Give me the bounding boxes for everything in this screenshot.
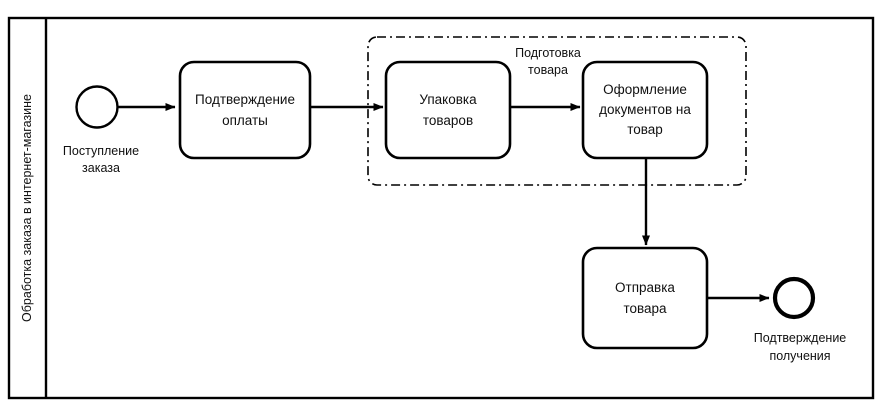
task-documents-label-line2: документов на [599,102,691,117]
end-event-icon[interactable] [772,276,816,320]
group-label-line2: товара [528,63,568,77]
task-documents-label-line3: товар [627,122,663,137]
task-shipping-label-line2: товара [623,301,667,316]
start-event-icon[interactable] [75,85,119,129]
task-payment-confirmation-label-line2: оплаты [222,113,268,128]
task-shipping-label-line1: Отправка [615,280,675,295]
end-event-label-line2: получения [769,349,830,363]
end-event-label-line1: Подтверждение [754,331,847,345]
start-event-label-line2: заказа [82,161,120,175]
task-shipping[interactable] [581,246,709,350]
start-event-label-line1: Поступление [63,144,139,158]
task-documents-label-line1: Оформление [603,82,687,97]
lane-title: Обработка заказа в интернет-магазине [20,94,34,322]
task-payment-confirmation-label-line1: Подтверждение [195,92,295,107]
group-box [367,36,747,186]
task-payment-confirmation[interactable] [178,60,312,160]
task-packing[interactable] [384,60,512,160]
task-packing-label-line2: товаров [423,113,473,128]
group-label-line1: Подготовка [515,46,581,60]
task-packing-label-line1: Упаковка [419,92,477,107]
